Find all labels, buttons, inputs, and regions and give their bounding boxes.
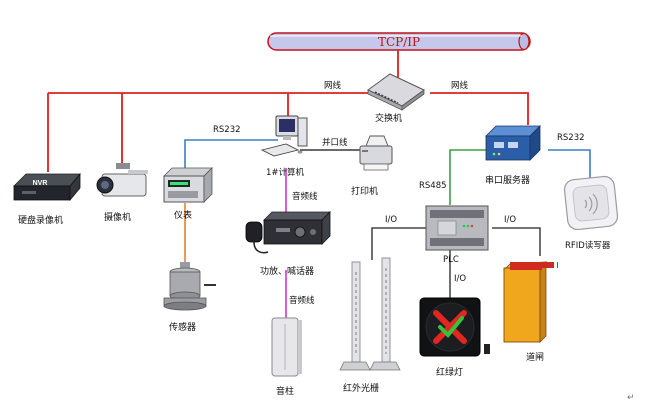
io-bottom-label: I/O: [454, 274, 466, 284]
speaker-column-icon: [271, 317, 302, 377]
traffic-light-icon: [419, 297, 490, 357]
meter-label: 仪表: [174, 209, 192, 221]
rfid-reader-icon: [563, 175, 619, 231]
printer-icon: [359, 135, 393, 171]
infrared-grating-icon: [339, 257, 401, 371]
speaker-column: 音柱: [271, 317, 302, 397]
barrier-gate-icon: [502, 261, 558, 343]
gate-label: 道闸: [526, 351, 544, 363]
tcp-ip-bus: TCP/IP: [267, 32, 531, 51]
plc: PLC: [425, 205, 489, 265]
rs232-right-label: RS232: [557, 133, 585, 143]
rs232-left-label: RS232: [213, 125, 241, 135]
rfid-label: RFID读写器: [565, 240, 611, 251]
tcp-ip-label: TCP/IP: [378, 35, 420, 49]
rfid-reader: RFID读写器: [563, 175, 619, 251]
meter: 仪表: [163, 167, 213, 221]
lan-right-label: 网线: [451, 80, 469, 91]
amplifier: 功放、喊话器: [245, 211, 331, 277]
rs485-label: RS485: [419, 181, 447, 191]
computer: 1#计算机: [260, 115, 308, 178]
serial-server-icon: [485, 125, 541, 161]
parallel-label: 并口线: [322, 137, 348, 148]
ir-grating-label: 红外光栅: [343, 382, 379, 394]
camera-icon: [96, 163, 148, 197]
switch-label: 交换机: [375, 112, 402, 124]
camera: 摄像机: [96, 163, 148, 223]
load-cell-icon: [163, 262, 216, 311]
sensor: 传感器: [163, 262, 216, 333]
rs485-line: [449, 149, 488, 205]
desktop-computer-icon: [260, 115, 308, 157]
io-left-label: I/O: [385, 215, 397, 225]
printer-label: 打印机: [351, 185, 378, 197]
network-switch: 交换机: [367, 73, 425, 124]
amplifier-label: 功放、喊话器: [260, 265, 314, 277]
plc-label: PLC: [443, 255, 459, 265]
rs232-lines: [184, 139, 591, 178]
switch-icon: [367, 73, 425, 111]
traffic-light-label: 红绿灯: [436, 366, 463, 378]
microphone-icon: [245, 221, 269, 254]
audio-bottom-label: 音频线: [289, 295, 315, 306]
serial-server: 串口服务器: [485, 125, 541, 186]
paragraph-mark: ↵: [627, 393, 635, 403]
amplifier-icon: [263, 211, 331, 245]
infrared-grating: 红外光栅: [339, 257, 401, 394]
printer: 打印机: [351, 135, 393, 197]
barrier-gate: 道闸: [502, 261, 558, 363]
ethernet-lines: [47, 50, 529, 172]
serial-server-label: 串口服务器: [485, 174, 530, 186]
io-lines: [371, 227, 541, 300]
sensor-label: 传感器: [169, 321, 196, 333]
io-right-label: I/O: [504, 215, 516, 225]
lan-left-label: 网线: [324, 80, 342, 91]
traffic-light: 红绿灯: [419, 297, 490, 378]
weighing-indicator-icon: [163, 167, 213, 203]
nvr-badge: NVR: [33, 180, 48, 187]
nvr-label: 硬盘录像机: [18, 214, 63, 226]
nvr: NVR 硬盘录像机: [13, 172, 81, 226]
plc-icon: [425, 205, 489, 251]
speaker-label: 音柱: [276, 385, 294, 397]
computer-label: 1#计算机: [266, 167, 305, 178]
nvr-icon: NVR: [13, 172, 81, 202]
audio-top-label: 音频线: [292, 191, 318, 202]
camera-label: 摄像机: [104, 211, 131, 223]
